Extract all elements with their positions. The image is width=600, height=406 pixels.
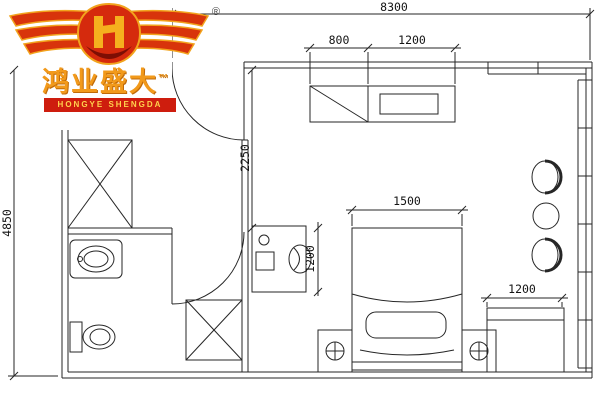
dim-corner-table: 1200 bbox=[481, 282, 568, 307]
window-top bbox=[487, 62, 586, 75]
brand-name-chinese-text: 鸿业盛大 bbox=[42, 67, 158, 97]
desk bbox=[251, 225, 307, 293]
dim-label-1200-corner: 1200 bbox=[508, 282, 536, 296]
lounge-chair-top bbox=[531, 159, 563, 195]
trademark-mark: ™ bbox=[158, 73, 170, 84]
dim-label-1200-cabinet: 1200 bbox=[398, 33, 426, 47]
dim-label-8300: 8300 bbox=[380, 0, 408, 14]
logo-emblem-wrap: ® bbox=[6, 2, 220, 68]
nightstand-left bbox=[317, 329, 353, 373]
dim-label-1200-desk: 1200 bbox=[303, 245, 317, 273]
tv-cabinet bbox=[309, 85, 456, 123]
dim-cabinet-segments: 800 1200 bbox=[304, 33, 461, 84]
brand-name-english: HONGYE SHENGDA bbox=[44, 98, 176, 112]
nightstand-right bbox=[461, 329, 497, 373]
luggage-rack bbox=[185, 299, 243, 361]
wardrobe bbox=[67, 139, 133, 229]
desk-chair bbox=[288, 244, 312, 274]
dim-label-4850: 4850 bbox=[0, 209, 14, 237]
corner-table bbox=[486, 307, 565, 373]
dim-label-2250: 2250 bbox=[238, 144, 252, 172]
dim-bed-width: 1500 bbox=[346, 194, 468, 226]
toilet bbox=[69, 321, 116, 353]
window-right bbox=[577, 79, 592, 369]
dim-label-800: 800 bbox=[329, 33, 350, 47]
dim-overall-depth: 4850 bbox=[0, 65, 58, 381]
dim-desk-length: 1200 bbox=[303, 222, 323, 297]
bathroom-door bbox=[171, 231, 245, 305]
dim-label-1500: 1500 bbox=[393, 194, 421, 208]
round-table bbox=[532, 202, 560, 230]
bed bbox=[351, 227, 463, 371]
registered-mark: ® bbox=[211, 6, 220, 18]
logo: ® 鸿业盛大™ HONGYE SHENGDA bbox=[6, 2, 220, 112]
dim-overall-width: 8300 bbox=[167, 0, 595, 60]
lounge-chair-bottom bbox=[531, 237, 563, 273]
brand-name-english-text: HONGYE SHENGDA bbox=[57, 100, 163, 109]
logo-emblem bbox=[8, 2, 210, 66]
entry-door bbox=[171, 67, 245, 141]
brand-name-chinese: 鸿业盛大™ bbox=[42, 69, 218, 96]
dim-entry-depth: 2250 bbox=[238, 65, 257, 233]
sink bbox=[69, 239, 123, 279]
logo-shield bbox=[76, 2, 142, 66]
